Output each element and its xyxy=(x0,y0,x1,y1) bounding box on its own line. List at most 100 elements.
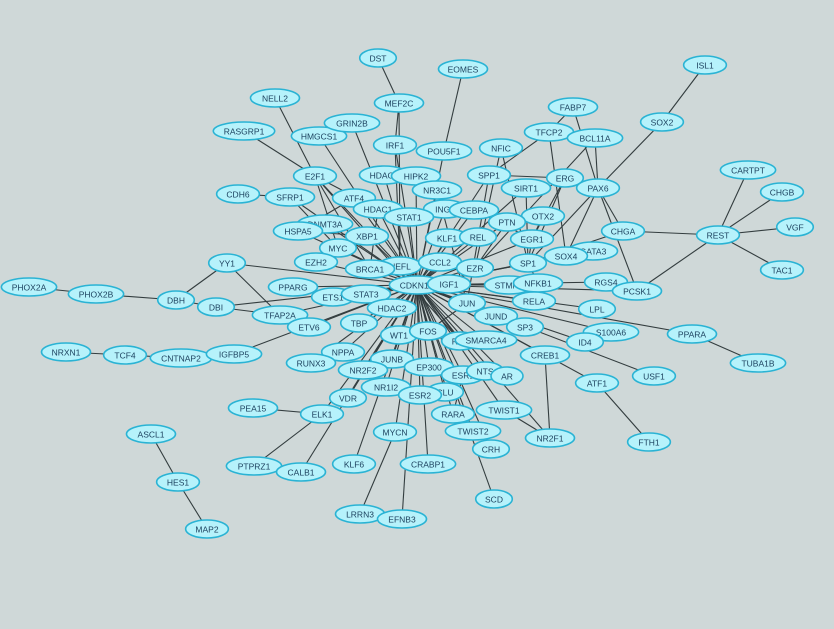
node-hes1[interactable]: HES1 xyxy=(155,472,201,492)
node-sox2[interactable]: SOX2 xyxy=(639,112,685,132)
node-dbh[interactable]: DBH xyxy=(156,290,196,310)
node-mycn[interactable]: MYCN xyxy=(372,422,418,442)
node-klf1[interactable]: KLF1 xyxy=(424,228,470,248)
node-eomes[interactable]: EOMES xyxy=(437,59,489,79)
node-fabp7[interactable]: FABP7 xyxy=(547,97,599,117)
node-nr2f1[interactable]: NR2F1 xyxy=(524,428,576,448)
node-twist2[interactable]: TWIST2 xyxy=(444,421,502,441)
node-ppara[interactable]: PPARA xyxy=(666,324,718,344)
node-erg[interactable]: ERG xyxy=(545,168,585,188)
node-elk1[interactable]: ELK1 xyxy=(299,404,345,424)
node-vgf[interactable]: VGF xyxy=(775,217,815,237)
node-tfcp2[interactable]: TFCP2 xyxy=(523,122,575,142)
node-lpl[interactable]: LPL xyxy=(577,299,617,319)
node-pou5f1[interactable]: POU5F1 xyxy=(415,141,473,161)
node-jund[interactable]: JUND xyxy=(473,306,519,326)
node-esr2[interactable]: ESR2 xyxy=(397,385,443,405)
node-map2[interactable]: MAP2 xyxy=(184,519,230,539)
node-yy1[interactable]: YY1 xyxy=(207,253,247,273)
node-bcl11a[interactable]: BCL11A xyxy=(566,128,624,148)
node-usf1[interactable]: USF1 xyxy=(631,366,677,386)
node-rara[interactable]: RARA xyxy=(430,404,476,424)
node-phox2b[interactable]: PHOX2B xyxy=(67,284,125,304)
node-isl1[interactable]: ISL1 xyxy=(682,55,728,75)
node-brca1[interactable]: BRCA1 xyxy=(344,259,396,279)
node-vdr[interactable]: VDR xyxy=(328,388,368,408)
node-ptprz1[interactable]: PTPRZ1 xyxy=(225,456,283,476)
node-rela[interactable]: RELA xyxy=(511,291,557,311)
node-tbp[interactable]: TBP xyxy=(339,313,379,333)
node-id4[interactable]: ID4 xyxy=(565,332,605,352)
node-tuba1b[interactable]: TUBA1B xyxy=(729,353,787,373)
node-nppa[interactable]: NPPA xyxy=(320,342,366,362)
node-pcsk1[interactable]: PCSK1 xyxy=(611,281,663,301)
node-cartpt[interactable]: CARTPT xyxy=(719,160,777,180)
node-igfbp5[interactable]: IGFBP5 xyxy=(205,344,263,364)
node-nr3c1[interactable]: NR3C1 xyxy=(411,180,463,200)
node-stat1[interactable]: STAT1 xyxy=(383,207,435,227)
node-mef2c[interactable]: MEF2C xyxy=(373,93,425,113)
node-phox2a[interactable]: PHOX2A xyxy=(0,277,58,297)
node-smarca4[interactable]: SMARCA4 xyxy=(454,330,518,350)
node-atf1[interactable]: ATF1 xyxy=(574,373,620,393)
node-ezr[interactable]: EZR xyxy=(455,258,495,278)
node-pea15[interactable]: PEA15 xyxy=(227,398,279,418)
node-cebpa[interactable]: CEBPA xyxy=(448,200,500,220)
node-ccl2[interactable]: CCL2 xyxy=(417,252,463,272)
node-twist1[interactable]: TWIST1 xyxy=(475,400,533,420)
node-spp1[interactable]: SPP1 xyxy=(466,165,512,185)
node-rel[interactable]: REL xyxy=(458,227,498,247)
node-otx2[interactable]: OTX2 xyxy=(520,206,566,226)
node-stat3[interactable]: STAT3 xyxy=(340,284,392,304)
node-pparg[interactable]: PPARG xyxy=(267,277,319,297)
node-nfic[interactable]: NFIC xyxy=(478,138,524,158)
node-igf1[interactable]: IGF1 xyxy=(426,274,472,294)
node-cdh6[interactable]: CDH6 xyxy=(215,184,261,204)
node-fos[interactable]: FOS xyxy=(408,321,448,341)
node-tcf4[interactable]: TCF4 xyxy=(102,345,148,365)
node-sirt1[interactable]: SIRT1 xyxy=(500,178,552,198)
node-dbi[interactable]: DBI xyxy=(196,297,236,317)
node-irf1[interactable]: IRF1 xyxy=(372,135,418,155)
node-tac1[interactable]: TAC1 xyxy=(759,260,805,280)
node-ezh2[interactable]: EZH2 xyxy=(293,252,339,272)
node-sp1[interactable]: SP1 xyxy=(508,253,548,273)
node-egr1[interactable]: EGR1 xyxy=(509,229,555,249)
node-etv6[interactable]: ETV6 xyxy=(286,317,332,337)
node-e2f1[interactable]: E2F1 xyxy=(292,166,338,186)
node-xbp1[interactable]: XBP1 xyxy=(344,226,390,246)
node-rest[interactable]: REST xyxy=(695,225,741,245)
node-sp3[interactable]: SP3 xyxy=(505,317,545,337)
node-nell2[interactable]: NELL2 xyxy=(249,88,301,108)
node-cntnap2[interactable]: CNTNAP2 xyxy=(149,348,213,368)
node-ptn[interactable]: PTN xyxy=(487,212,527,232)
node-hspa5[interactable]: HSPA5 xyxy=(272,221,324,241)
node-grin2b[interactable]: GRIN2B xyxy=(323,113,381,133)
node-fth1[interactable]: FTH1 xyxy=(626,432,672,452)
node-calb1[interactable]: CALB1 xyxy=(275,462,327,482)
node-ar[interactable]: AR xyxy=(490,366,524,386)
node-hdac2[interactable]: HDAC2 xyxy=(366,298,418,318)
node-klf6[interactable]: KLF6 xyxy=(331,454,377,474)
node-nrxn1[interactable]: NRXN1 xyxy=(40,342,92,362)
node-scd[interactable]: SCD xyxy=(474,489,514,509)
node-sox4[interactable]: SOX4 xyxy=(543,246,589,266)
node-ascl1[interactable]: ASCL1 xyxy=(125,424,177,444)
node-creb1[interactable]: CREB1 xyxy=(519,345,571,365)
node-runx3[interactable]: RUNX3 xyxy=(285,353,337,373)
node-nr2f2[interactable]: NR2F2 xyxy=(337,360,389,380)
node-crabp1[interactable]: CRABP1 xyxy=(399,454,457,474)
node-efnb3[interactable]: EFNB3 xyxy=(376,509,428,529)
node-crh[interactable]: CRH xyxy=(471,439,511,459)
node-hmgcs1[interactable]: HMGCS1 xyxy=(290,126,348,146)
node-dst[interactable]: DST xyxy=(358,48,398,68)
node-chgb[interactable]: CHGB xyxy=(759,182,805,202)
node-rasgrp1[interactable]: RASGRP1 xyxy=(212,121,276,141)
node-tfap2a[interactable]: TFAP2A xyxy=(251,305,309,325)
node-jun[interactable]: JUN xyxy=(447,293,487,313)
node-chga[interactable]: CHGA xyxy=(600,221,646,241)
node-myc[interactable]: MYC xyxy=(318,238,358,258)
node-nfkb1[interactable]: NFKB1 xyxy=(512,273,564,293)
node-pax6[interactable]: PAX6 xyxy=(575,178,621,198)
node-sfrp1[interactable]: SFRP1 xyxy=(264,187,316,207)
